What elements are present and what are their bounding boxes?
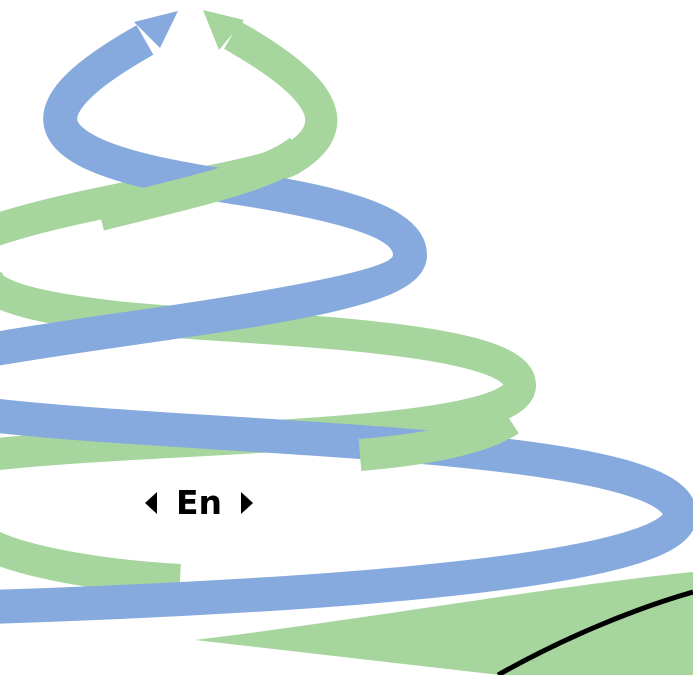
blue-arrowhead (134, 11, 178, 48)
black-outline-arc (496, 589, 693, 675)
caret-left-icon[interactable] (140, 482, 162, 524)
language-label: En (176, 483, 223, 522)
green-ground-shape (195, 572, 693, 675)
green-ribbon-overlap-upper (96, 137, 311, 231)
caret-right-icon[interactable] (236, 482, 258, 524)
language-switcher: En (140, 482, 258, 524)
green-ribbon-overlap-middle (358, 406, 519, 471)
green-arrowhead (203, 10, 244, 50)
blue-spiral-ribbon (0, 25, 693, 624)
